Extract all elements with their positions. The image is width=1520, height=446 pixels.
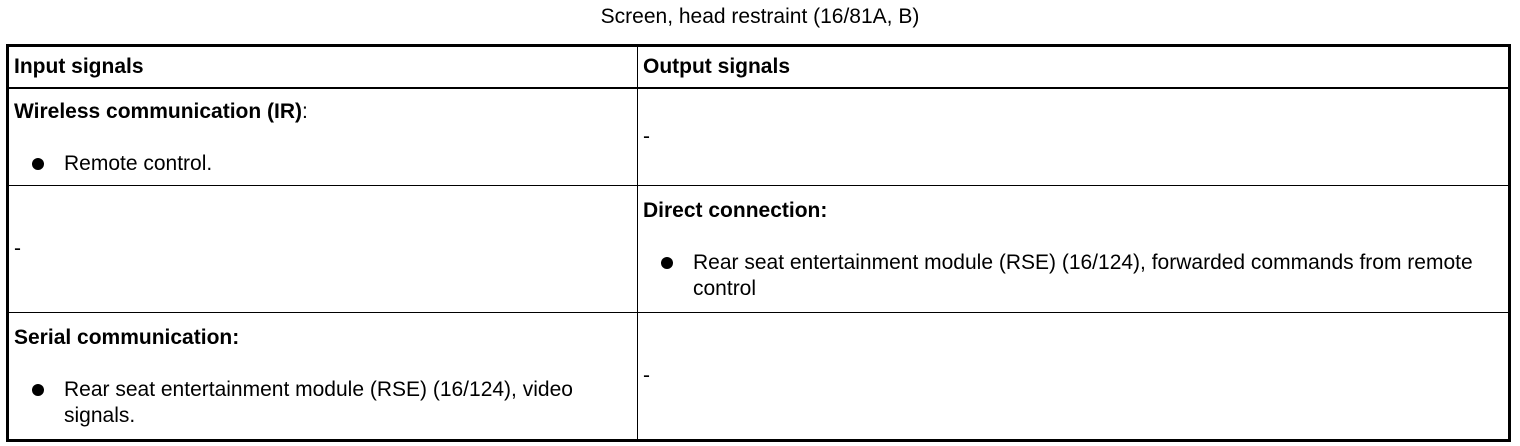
input-cell: -: [7, 185, 638, 313]
header-output-signals: Output signals: [637, 45, 1510, 89]
bullet-text: Rear seat entertainment module (RSE) (16…: [693, 251, 1473, 300]
empty-dash: -: [643, 125, 650, 148]
empty-dash: -: [643, 364, 650, 387]
output-cell: -: [637, 312, 1510, 441]
signals-table: Input signals Output signals Wireless co…: [6, 44, 1511, 442]
bullet-icon: [32, 384, 44, 396]
output-cell: -: [637, 87, 1510, 186]
input-cell: Serial communication: Rear seat entertai…: [7, 312, 638, 441]
output-heading: Direct connection:: [643, 199, 828, 222]
input-heading: Wireless communication (IR):: [14, 99, 637, 125]
table-row: Wireless communication (IR): Remote cont…: [7, 87, 1510, 186]
bullet-icon: [661, 257, 673, 269]
table-header-row: Input signals Output signals: [7, 45, 1510, 89]
table-caption: Screen, head restraint (16/81A, B): [600, 5, 920, 28]
bullet-item: Rear seat entertainment module (RSE) (16…: [661, 250, 1508, 302]
empty-dash: -: [14, 237, 21, 260]
output-cell: Direct connection: Rear seat entertainme…: [637, 185, 1510, 313]
table-row: - Direct connection: Rear seat entertain…: [7, 185, 1510, 313]
bullet-item: Remote control.: [32, 151, 637, 177]
bullet-item: Rear seat entertainment module (RSE) (16…: [32, 377, 637, 429]
input-cell: Wireless communication (IR): Remote cont…: [7, 87, 638, 186]
heading-colon: :: [302, 100, 308, 123]
header-input-signals: Input signals: [7, 45, 638, 89]
table-row: Serial communication: Rear seat entertai…: [7, 312, 1510, 441]
bullet-text: Remote control.: [64, 152, 213, 175]
heading-text: Wireless communication (IR): [14, 100, 303, 123]
input-heading: Serial communication:: [14, 326, 240, 349]
bullet-icon: [32, 158, 44, 170]
bullet-text: Rear seat entertainment module (RSE) (16…: [64, 378, 573, 427]
